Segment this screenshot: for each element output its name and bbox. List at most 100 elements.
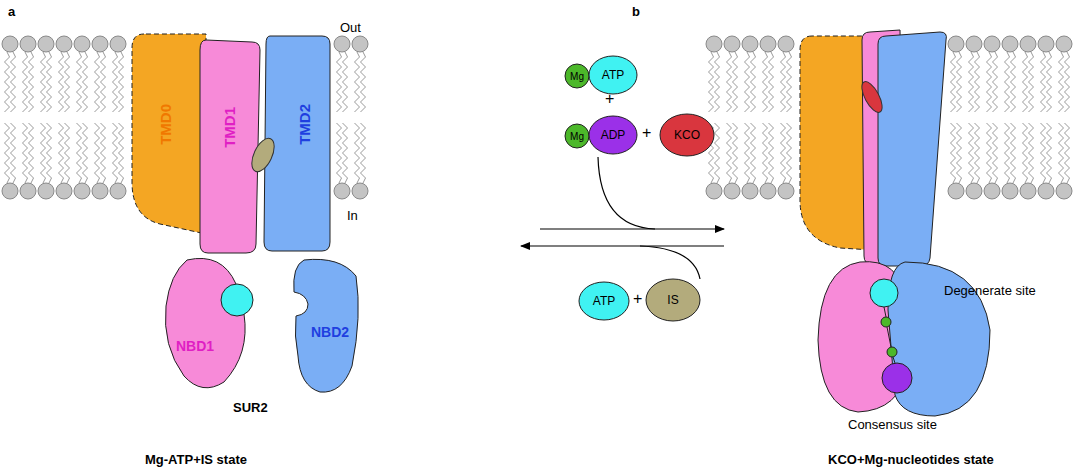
node-label: NBD2	[311, 324, 349, 340]
outline-shape	[660, 114, 714, 156]
lipid-tail	[733, 52, 738, 112]
lipid-tail	[1047, 52, 1052, 112]
magnesium-ion	[881, 317, 891, 327]
outline-shape	[579, 282, 629, 320]
tmd2-domain: TMD2	[260, 34, 332, 254]
lipid-tail	[101, 52, 106, 112]
lipid-head	[20, 183, 36, 199]
lipid-tail	[337, 52, 342, 112]
atp-oval: ATP	[578, 281, 630, 321]
lipid-tail	[59, 123, 64, 183]
node-label: TMD1	[221, 107, 238, 148]
lipid-tail	[745, 123, 750, 183]
lipid-head	[724, 36, 740, 52]
lipid-head	[2, 36, 18, 52]
lipid-head	[1002, 36, 1018, 52]
lipid-tail	[59, 52, 64, 112]
lipid-head	[92, 36, 108, 52]
lipid-head	[778, 36, 794, 52]
node-label: TMD0	[157, 104, 174, 145]
lipid-head	[1056, 36, 1072, 52]
lipid-tail	[113, 52, 118, 112]
node-label: ATP	[602, 68, 624, 82]
inhibitor-oval: IS	[645, 278, 701, 322]
binding-curve	[598, 157, 655, 229]
lipid-head	[948, 183, 964, 199]
coordination-line	[893, 357, 895, 363]
lipid-head	[334, 183, 350, 199]
lipid-tail	[715, 123, 720, 183]
lipid-tail	[47, 123, 52, 183]
plus-sign: +	[605, 90, 614, 108]
lipid-tail	[969, 123, 974, 183]
lipid-tail	[1011, 123, 1016, 183]
lipid-tail	[47, 52, 52, 112]
lipid-tail	[23, 123, 28, 183]
lipid-head	[984, 183, 1000, 199]
lipid-head	[706, 36, 722, 52]
adp-oval: ADP	[588, 115, 638, 155]
lipid-tail	[1023, 52, 1028, 112]
lipid-tail	[781, 123, 786, 183]
lipid-tail	[763, 52, 768, 112]
lipid-head	[760, 183, 776, 199]
panel-letter: b	[632, 4, 640, 19]
site-label: Consensus site	[848, 417, 937, 432]
adp-bound	[882, 363, 912, 393]
lipid-tail	[1065, 123, 1070, 183]
magnesium-ion	[887, 347, 897, 357]
lipid-head	[38, 183, 54, 199]
nbd1-domain: NBD1	[162, 254, 248, 394]
lipid-tail	[41, 52, 46, 112]
outline-shape	[565, 124, 589, 148]
lipid-tail	[83, 123, 88, 183]
lipid-head	[1020, 36, 1036, 52]
lipid-head	[352, 183, 368, 199]
lipid-head	[1038, 36, 1054, 52]
lipid-tail	[957, 52, 962, 112]
lipid-tail	[83, 52, 88, 112]
node-label: NBD1	[176, 338, 214, 354]
lipid-tail	[993, 123, 998, 183]
outline-shape	[200, 40, 260, 253]
lipid-tail	[355, 123, 360, 183]
lipid-tail	[5, 52, 10, 112]
lipid-tail	[119, 52, 124, 112]
lipid-tail	[41, 123, 46, 183]
lipid-tail	[751, 52, 756, 112]
lipid-tail	[1005, 52, 1010, 112]
lipid-head	[92, 183, 108, 199]
lipid-tail	[343, 52, 348, 112]
lipid-head	[352, 36, 368, 52]
lipid-tail	[781, 52, 786, 112]
lipid-tail	[951, 52, 956, 112]
nbd1-shape	[818, 262, 906, 412]
lipid-tail	[65, 123, 70, 183]
lipid-tail	[1059, 52, 1064, 112]
lipid-tail	[969, 52, 974, 112]
lipid-head	[1056, 183, 1072, 199]
outline-shape	[264, 36, 330, 251]
reverse-arrow	[521, 245, 724, 246]
lipid-head	[1002, 183, 1018, 199]
lipid-tail	[361, 123, 366, 183]
lipid-tail	[355, 52, 360, 112]
outline-shape	[565, 64, 589, 88]
lipid-head	[110, 36, 126, 52]
lipid-head	[1020, 183, 1036, 199]
lipid-head	[2, 183, 18, 199]
node-outline	[162, 254, 248, 394]
lipid-tail	[11, 52, 16, 112]
lipid-tail	[975, 52, 980, 112]
outline-shape	[589, 56, 637, 94]
lipid-tail	[1041, 123, 1046, 183]
lipid-tail	[951, 123, 956, 183]
lipid-head	[760, 36, 776, 52]
lipid-head	[74, 36, 90, 52]
lipid-tail	[751, 123, 756, 183]
lipid-tail	[95, 52, 100, 112]
lipid-tail	[337, 123, 342, 183]
lipid-tail	[727, 52, 732, 112]
lipid-tail	[101, 123, 106, 183]
